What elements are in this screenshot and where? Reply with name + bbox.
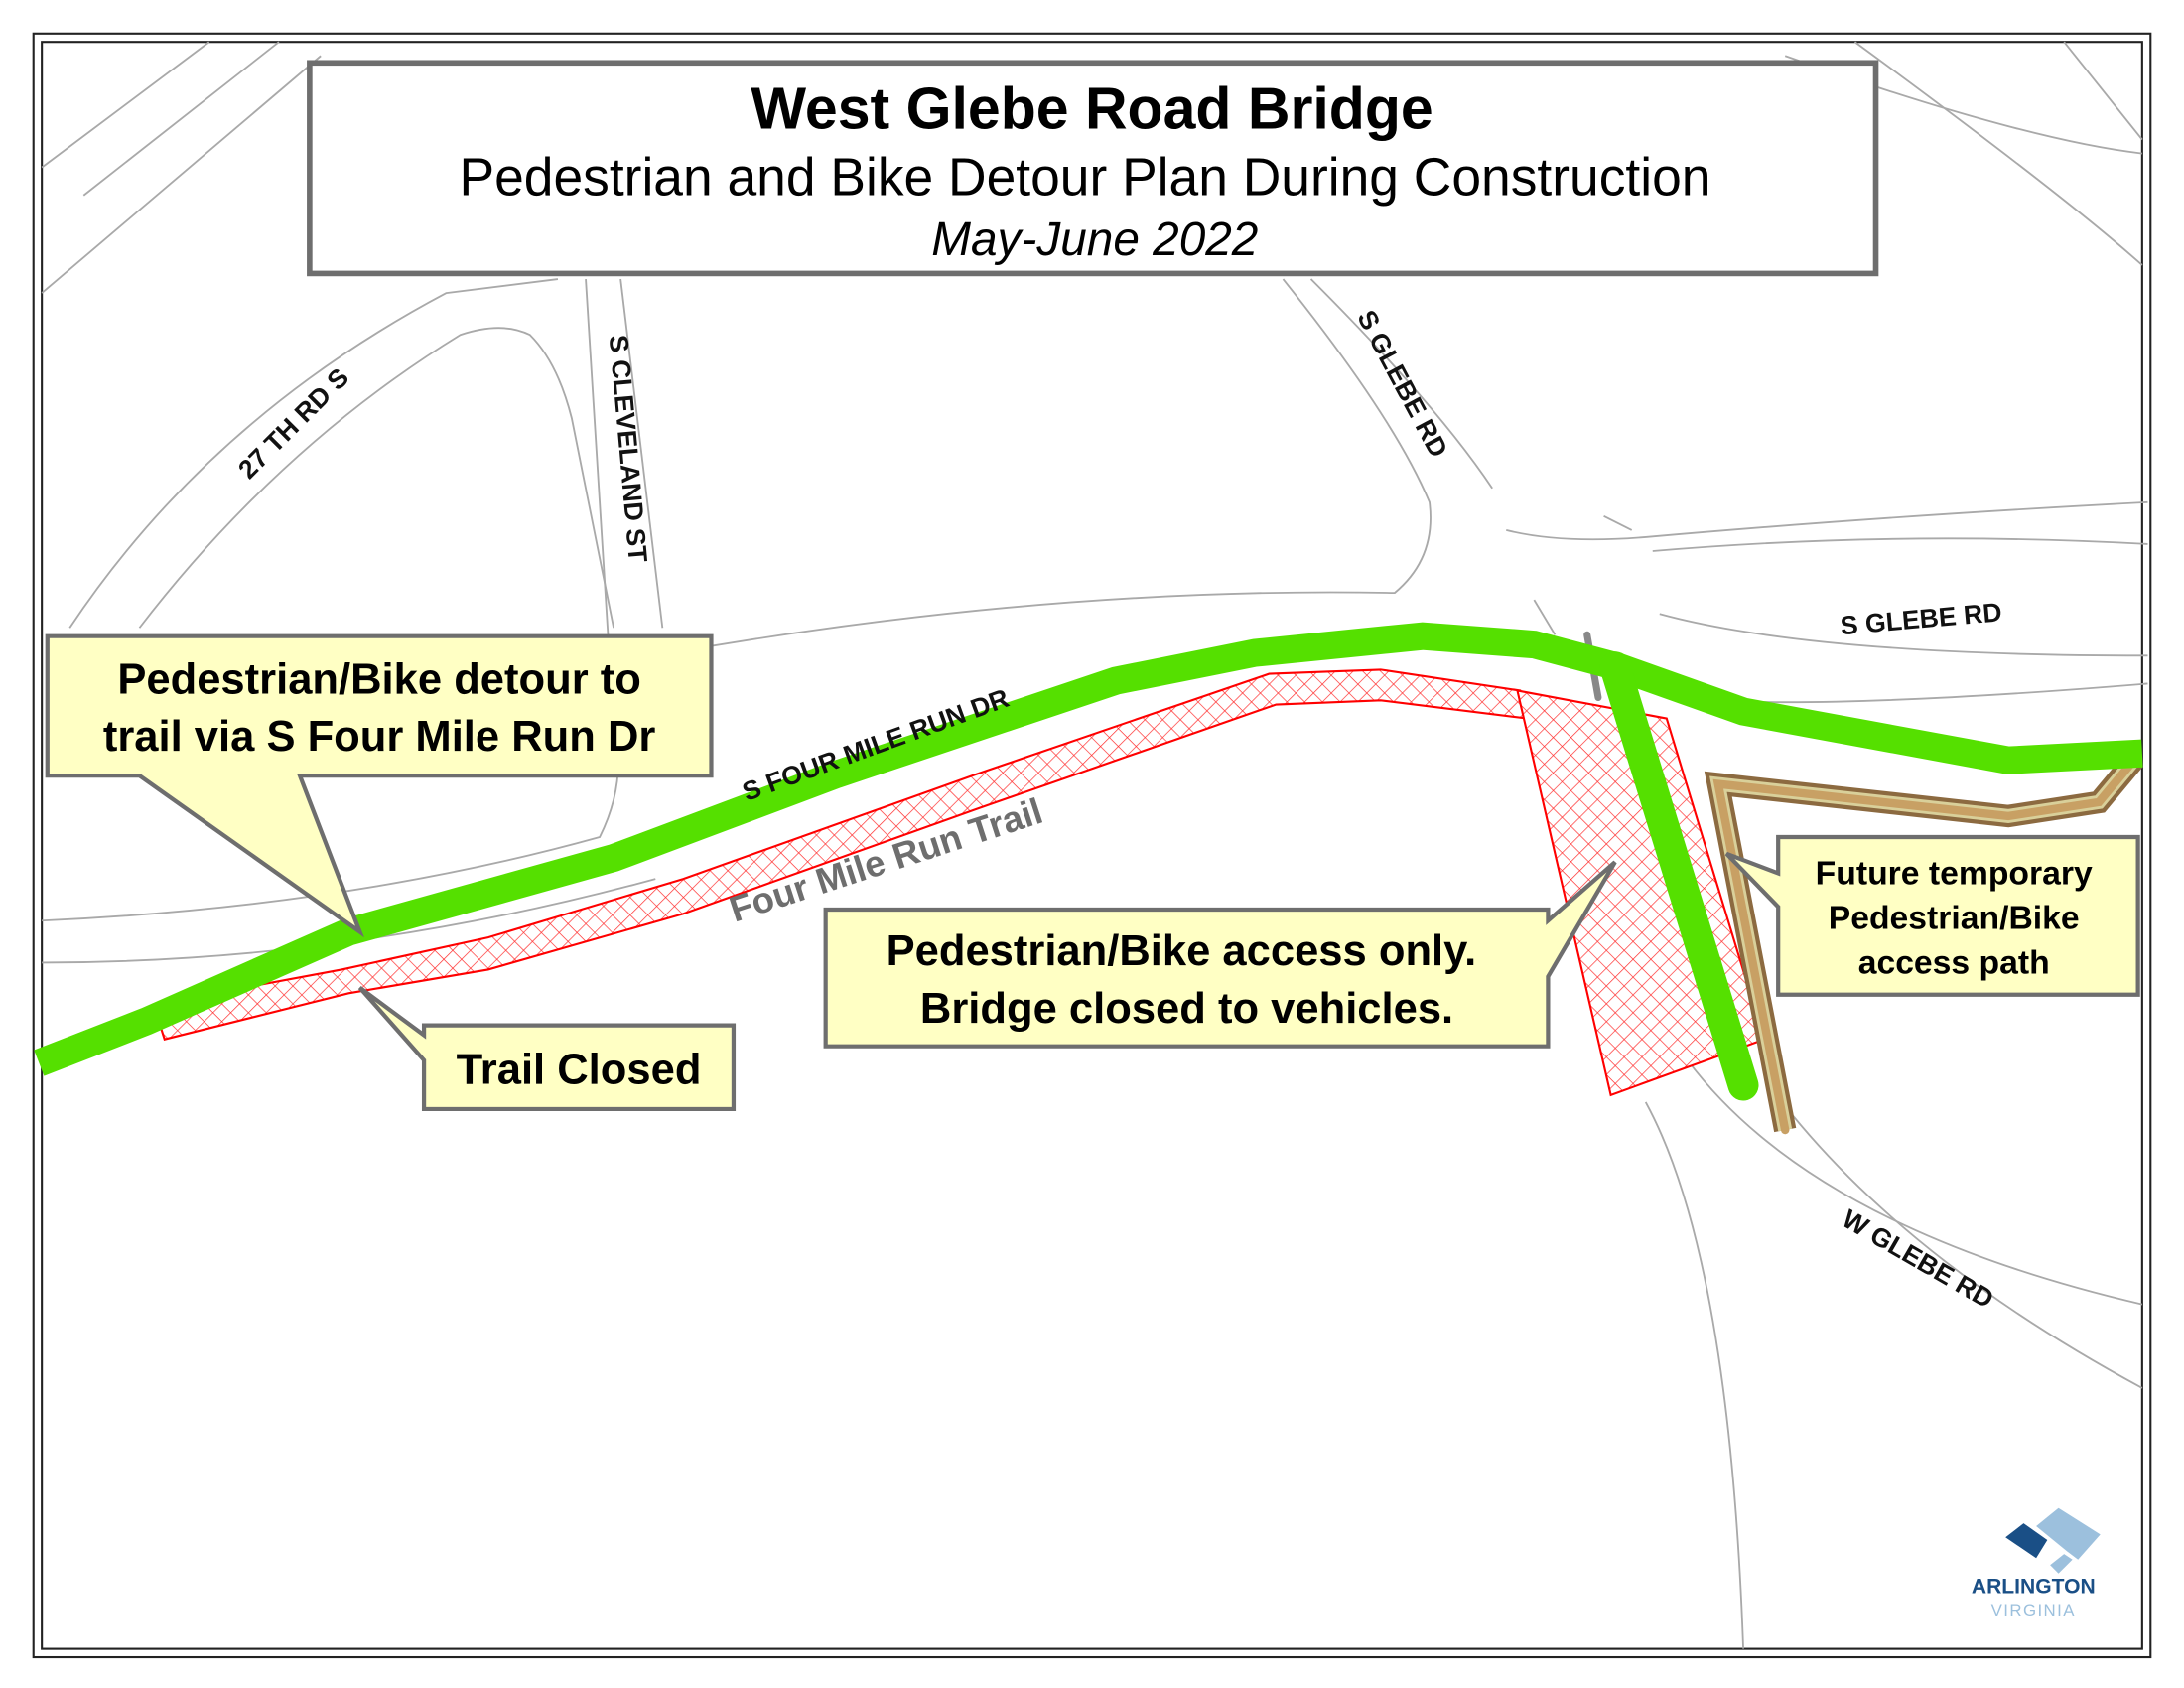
title-box: West Glebe Road Bridge Pedestrian and Bi… [307, 60, 1879, 277]
detour-route [34, 622, 2143, 1076]
map-date: May-June 2022 [931, 213, 1258, 266]
callout-future-line1: Future temporary [1816, 855, 2093, 893]
callout-trail-closed: Trail Closed [357, 986, 737, 1112]
callout-future-line3: access path [1858, 944, 2050, 982]
map-title: West Glebe Road Bridge [751, 75, 1433, 141]
future-access-path [1704, 753, 2143, 1135]
label-s-glebe-rd-north: S GLEBE RD [1351, 305, 1453, 462]
logo-mark-light [2036, 1507, 2101, 1560]
callout-bridge-line2: Bridge closed to vehicles. [920, 985, 1453, 1033]
logo-mark-light-small [2050, 1554, 2073, 1574]
detour-route-bridge [1599, 651, 1759, 1101]
callout-trail-closed-text: Trail Closed [457, 1047, 702, 1094]
logo-mark-dark [2005, 1523, 2048, 1559]
inner-frame [41, 41, 2143, 1650]
callout-detour: Pedestrian/Bike detour to trail via S Fo… [45, 633, 714, 938]
callout-future-path: Future temporary Pedestrian/Bike access … [1724, 834, 2140, 997]
callout-detour-line2: trail via S Four Mile Run Dr [103, 713, 656, 761]
arlington-logo: ARLINGTON VIRGINIA [1972, 1507, 2101, 1619]
map-subtitle: Pedestrian and Bike Detour Plan During C… [460, 149, 1711, 208]
callout-future-line2: Pedestrian/Bike [1829, 900, 2080, 937]
callout-detour-line1: Pedestrian/Bike detour to [117, 655, 641, 703]
label-w-glebe-rd: W GLEBE RD [1838, 1203, 1999, 1314]
logo-virginia: VIRGINIA [1991, 1601, 2076, 1619]
outer-frame [32, 32, 2152, 1659]
callout-bridge: Pedestrian/Bike access only. Bridge clos… [823, 860, 1617, 1049]
label-s-cleveland-st: S CLEVELAND ST [604, 334, 653, 564]
road-labels: 27 TH RD S S CLEVELAND ST S GLEBE RD S G… [232, 305, 2002, 1314]
callout-bridge-line1: Pedestrian/Bike access only. [887, 927, 1477, 975]
label-s-glebe-rd-east: S GLEBE RD [1840, 597, 2003, 640]
logo-arlington: ARLINGTON [1972, 1575, 2096, 1598]
